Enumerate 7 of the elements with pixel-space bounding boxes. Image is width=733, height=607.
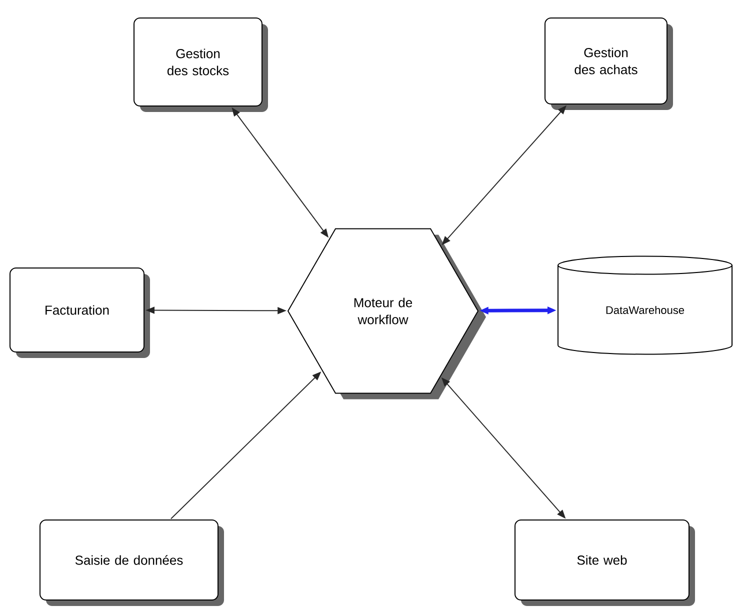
process-box: Facturation [10,267,150,358]
process-box: Gestion des stocks [134,18,268,112]
hexagon-node: Moteur de workflow [287,228,486,400]
process-box: Gestion des achats [544,18,673,110]
process-box: Saisie de données [40,519,224,606]
process-box: Site web [514,519,695,606]
database-cylinder: DataWarehouse [558,256,732,355]
